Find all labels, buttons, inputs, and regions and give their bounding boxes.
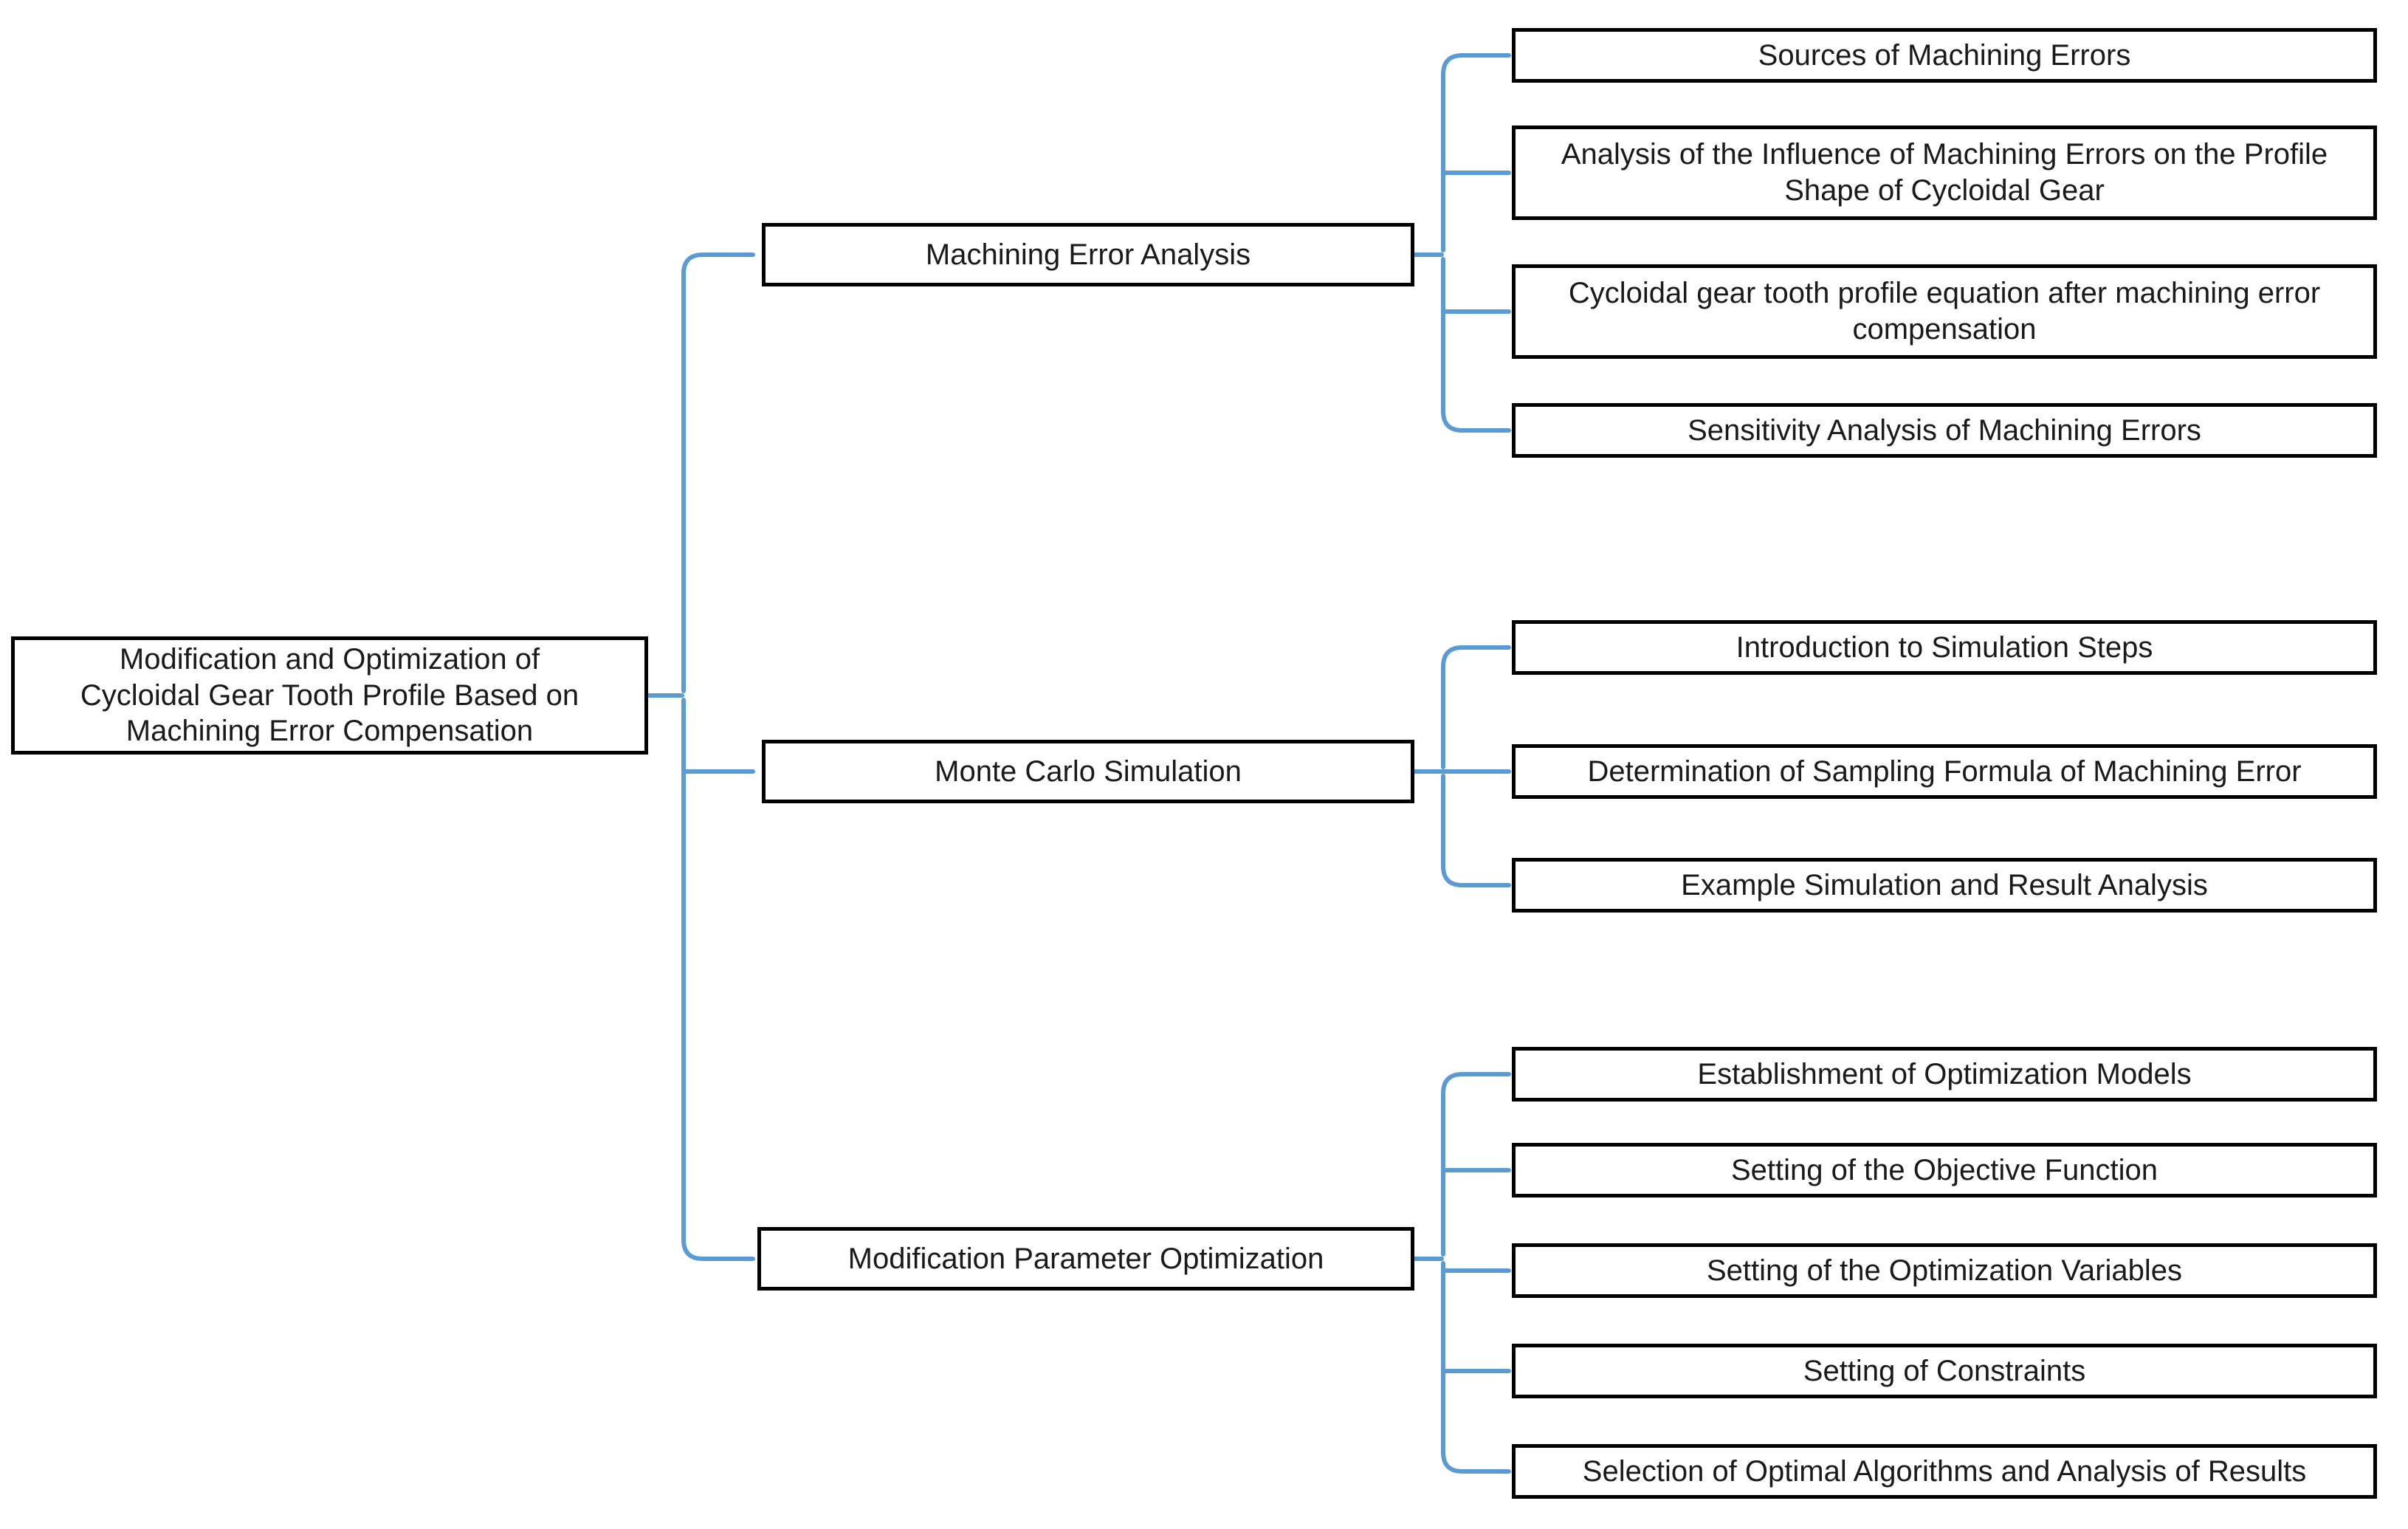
leaf-node-label: Analysis of the Influence of Machining E… bbox=[1561, 138, 2328, 207]
leaf-node-label: Sources of Machining Errors bbox=[1758, 38, 2131, 72]
leaf-node-label: Setting of Constraints bbox=[1803, 1354, 2086, 1387]
branch-node-monte-carlo-simulation[interactable]: Monte Carlo Simulation bbox=[762, 740, 1414, 803]
leaf-node[interactable]: Setting of the Objective Function bbox=[1512, 1143, 2377, 1198]
branch-node-label: Machining Error Analysis bbox=[925, 238, 1251, 271]
branch-node-label: Monte Carlo Simulation bbox=[935, 755, 1242, 788]
leaf-node-label: Cycloidal gear tooth profile equation af… bbox=[1568, 277, 2321, 346]
root-node-label: Modification and Optimization of Cycloid… bbox=[70, 642, 589, 749]
leaf-node-label: Sensitivity Analysis of Machining Errors bbox=[1688, 413, 2201, 447]
leaf-node-label: Selection of Optimal Algorithms and Anal… bbox=[1582, 1454, 2307, 1488]
leaf-node-label: Example Simulation and Result Analysis bbox=[1681, 868, 2208, 901]
branch-node-modification-parameter-optimization[interactable]: Modification Parameter Optimization bbox=[757, 1227, 1414, 1291]
leaf-node[interactable]: Selection of Optimal Algorithms and Anal… bbox=[1512, 1444, 2377, 1499]
root-node[interactable]: Modification and Optimization of Cycloid… bbox=[11, 636, 648, 755]
leaf-node[interactable]: Example Simulation and Result Analysis bbox=[1512, 858, 2377, 913]
leaf-node-label: Determination of Sampling Formula of Mac… bbox=[1587, 755, 2302, 788]
leaf-node[interactable]: Establishment of Optimization Models bbox=[1512, 1047, 2377, 1102]
leaf-node[interactable]: Cycloidal gear tooth profile equation af… bbox=[1512, 264, 2377, 359]
leaf-node[interactable]: Sources of Machining Errors bbox=[1512, 28, 2377, 83]
leaf-node[interactable]: Setting of the Optimization Variables bbox=[1512, 1243, 2377, 1298]
leaf-node-label: Setting of the Objective Function bbox=[1730, 1153, 2158, 1186]
root-label-line-1: Modification and Optimization of bbox=[119, 642, 540, 676]
leaf-node[interactable]: Setting of Constraints bbox=[1512, 1344, 2377, 1398]
leaf-node[interactable]: Analysis of the Influence of Machining E… bbox=[1512, 126, 2377, 220]
leaf-node[interactable]: Introduction to Simulation Steps bbox=[1512, 620, 2377, 675]
leaf-node-label: Introduction to Simulation Steps bbox=[1736, 631, 2153, 664]
root-label-line-2: Cycloidal Gear Tooth Profile Based on bbox=[80, 678, 579, 712]
branch-node-label: Modification Parameter Optimization bbox=[847, 1242, 1324, 1275]
branch-node-machining-error-analysis[interactable]: Machining Error Analysis bbox=[762, 223, 1414, 286]
leaf-node-label: Setting of the Optimization Variables bbox=[1706, 1254, 2183, 1287]
root-label-line-3: Machining Error Compensation bbox=[125, 715, 534, 748]
leaf-node[interactable]: Determination of Sampling Formula of Mac… bbox=[1512, 744, 2377, 799]
leaf-node[interactable]: Sensitivity Analysis of Machining Errors bbox=[1512, 403, 2377, 458]
leaf-node-label: Establishment of Optimization Models bbox=[1697, 1057, 2192, 1090]
